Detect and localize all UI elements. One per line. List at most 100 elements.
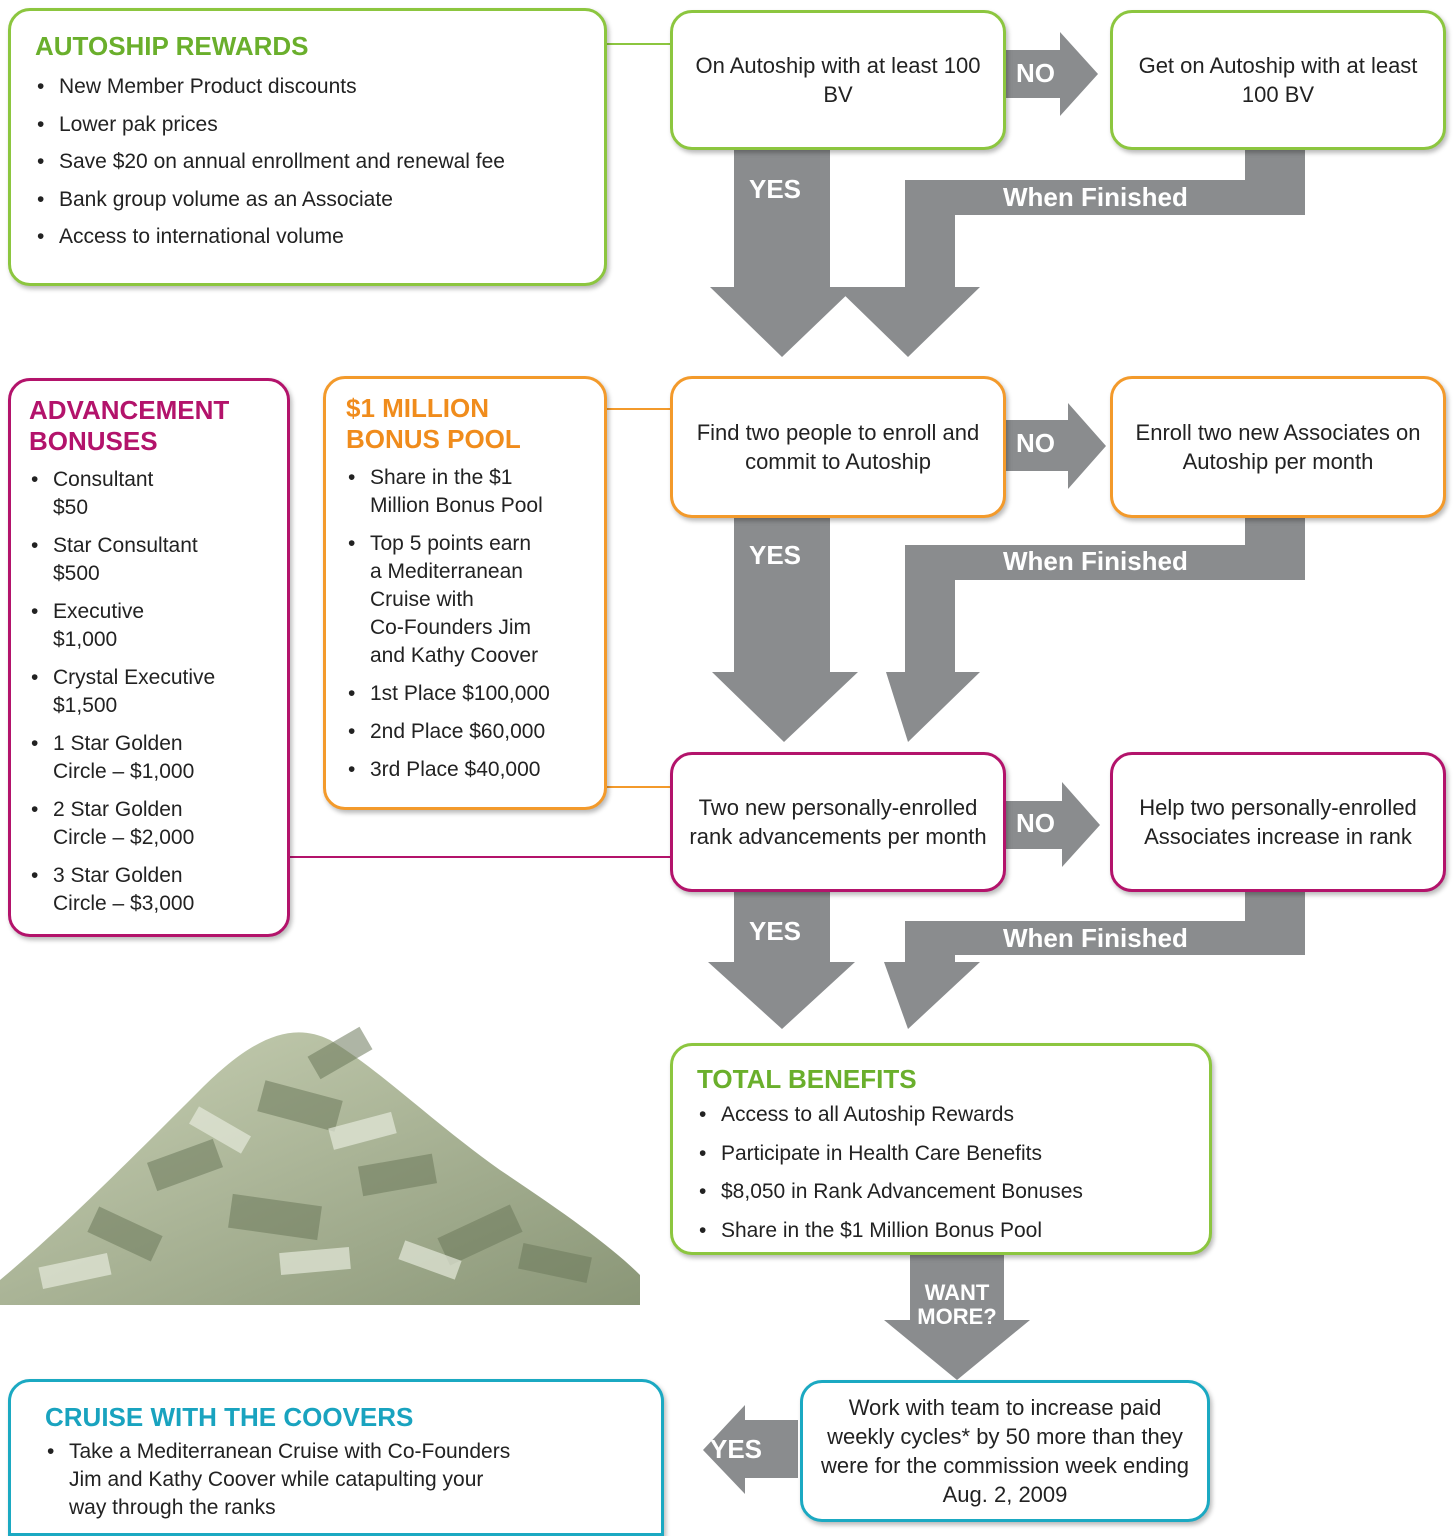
step1-question-text: On Autoship with at least 100 BV [695, 53, 981, 107]
yes-label-1: YES [749, 174, 802, 204]
step3-question-text: Two new personally-enrolled rank advance… [689, 795, 987, 849]
step2-question-box: Find two people to enroll and commit to … [670, 376, 1006, 518]
bonus-amount: $1,000 [53, 628, 118, 651]
step2-question-text: Find two people to enroll and commit to … [696, 420, 980, 474]
no-label-3: NO [1016, 808, 1055, 838]
bonus-pool-item: 3rd Place $40,000 [346, 756, 604, 784]
total-benefit-item: Share in the $1 Million Bonus Pool [697, 1212, 1209, 1251]
bonus-pool-line: and Kathy Coover [370, 644, 539, 667]
bonus-amount: $1,500 [53, 694, 118, 717]
step1-action-box: Get on Autoship with at least 100 BV [1110, 10, 1446, 150]
bonus-rank: Star Consultant [53, 534, 198, 557]
want-more-line1: WANT [924, 1280, 990, 1305]
arrow-no-3 [1005, 782, 1100, 867]
advancement-bonus-item: Executive $1,000 [29, 598, 287, 654]
step3-question-box: Two new personally-enrolled rank advance… [670, 752, 1006, 892]
bonus-amount: Circle – $2,000 [53, 826, 195, 849]
want-more-label: WANT MORE? [910, 1281, 1004, 1329]
advancement-bonus-item: Consultant $50 [29, 466, 287, 522]
arrow-when-finished-1 [836, 150, 1305, 357]
step4-question-text: Work with team to increase paid weekly c… [820, 1395, 1190, 1507]
bonus-rank: 2 Star Golden [53, 798, 183, 821]
cruise-line: Take a Mediterranean Cruise with Co-Foun… [69, 1440, 511, 1463]
bonus-rank: 3 Star Golden [53, 864, 183, 887]
bonus-pool-item: 1st Place $100,000 [346, 680, 604, 708]
bonus-pool-item: 2nd Place $60,000 [346, 718, 604, 746]
yes-label-2: YES [749, 540, 802, 570]
autoship-reward-item: New Member Product discounts [35, 68, 604, 106]
advancement-bonuses-panel: ADVANCEMENT BONUSES Consultant $50 Star C… [8, 378, 290, 937]
autoship-reward-item: Save $20 on annual enrollment and renewa… [35, 143, 604, 181]
bonus-pool-title-line2: BONUS POOL [346, 424, 521, 454]
arrow-yes-3 [708, 891, 855, 1029]
bonus-pool-line: Share in the $1 [370, 466, 513, 489]
autoship-rewards-panel: AUTOSHIP REWARDS New Member Product disc… [8, 8, 607, 286]
bonus-amount: $500 [53, 562, 100, 585]
no-label-1: NO [1016, 58, 1055, 88]
bonus-amount: $50 [53, 496, 89, 519]
cruise-item: Take a Mediterranean Cruise with Co-Foun… [45, 1438, 661, 1522]
bonus-pool-line: a Mediterranean [370, 560, 523, 583]
advancement-bonuses-title-line2: BONUSES [29, 426, 158, 456]
arrow-no-1 [1005, 32, 1098, 116]
advancement-bonus-item: Star Consultant $500 [29, 532, 287, 588]
step3-action-box: Help two personally-enrolled Associates … [1110, 752, 1446, 892]
cruise-line: Jim and Kathy Coover while catapulting y… [69, 1468, 484, 1491]
arrow-yes-2 [712, 517, 858, 742]
bonus-pool-line: Top 5 points earn [370, 532, 532, 555]
bonus-rank: Executive [53, 600, 145, 623]
bonus-rank: 1 Star Golden [53, 732, 183, 755]
advancement-bonuses-title-line1: ADVANCEMENT [29, 395, 230, 425]
step3-action-text: Help two personally-enrolled Associates … [1139, 795, 1417, 849]
autoship-rewards-title: AUTOSHIP REWARDS [35, 31, 309, 61]
bonus-pool-line: 3rd Place $40,000 [370, 758, 541, 781]
cruise-title: CRUISE WITH THE COOVERS [45, 1402, 414, 1432]
cruise-panel: CRUISE WITH THE COOVERS Take a Mediterra… [8, 1379, 664, 1536]
arrow-when-finished-3 [884, 891, 1305, 1029]
bonus-pool-line: 2nd Place $60,000 [370, 720, 546, 743]
arrow-yes-left [703, 1405, 798, 1494]
bonus-rank: Consultant [53, 468, 154, 491]
step2-action-box: Enroll two new Associates on Autoship pe… [1110, 376, 1446, 518]
no-label-2: NO [1016, 428, 1055, 458]
step2-action-text: Enroll two new Associates on Autoship pe… [1135, 420, 1421, 474]
when-finished-label-1: When Finished [1003, 182, 1188, 212]
total-benefit-item: $8,050 in Rank Advancement Bonuses [697, 1173, 1209, 1212]
bonus-pool-item: Share in the $1 Million Bonus Pool [346, 464, 604, 520]
total-benefit-item: Participate in Health Care Benefits [697, 1135, 1209, 1174]
cruise-line: way through the ranks [69, 1496, 276, 1519]
step4-question-box: Work with team to increase paid weekly c… [800, 1380, 1210, 1522]
bonus-pool-line: Co-Founders Jim [370, 616, 532, 639]
step1-action-text: Get on Autoship with at least 100 BV [1138, 53, 1418, 107]
bonus-pool-title: $1 MILLION BONUS POOL [346, 393, 604, 455]
bonus-pool-panel: $1 MILLION BONUS POOL Share in the $1 Mil… [323, 376, 607, 810]
bonus-pool-line: Cruise with [370, 588, 474, 611]
arrow-yes-1 [710, 150, 855, 357]
total-benefit-item: Access to all Autoship Rewards [697, 1096, 1209, 1135]
autoship-reward-item: Access to international volume [35, 218, 604, 256]
want-more-line2: MORE? [917, 1304, 997, 1329]
advancement-bonus-item: Crystal Executive $1,500 [29, 664, 287, 720]
when-finished-label-3: When Finished [1003, 923, 1188, 953]
yes-label-3: YES [749, 916, 802, 946]
bonus-amount: Circle – $3,000 [53, 892, 195, 915]
advancement-bonuses-title: ADVANCEMENT BONUSES [29, 395, 287, 457]
total-benefits-panel: TOTAL BENEFITS Access to all Autoship Re… [670, 1043, 1212, 1255]
arrow-want-more [884, 1252, 1030, 1380]
when-finished-label-2: When Finished [1003, 546, 1188, 576]
bonus-pool-line: 1st Place $100,000 [370, 682, 550, 705]
total-benefits-title: TOTAL BENEFITS [697, 1064, 917, 1094]
bonus-rank: Crystal Executive [53, 666, 216, 689]
autoship-reward-item: Bank group volume as an Associate [35, 181, 604, 219]
bonus-pool-line: Million Bonus Pool [370, 494, 543, 517]
bonus-pool-title-line1: $1 MILLION [346, 393, 490, 423]
arrow-no-2 [1005, 403, 1106, 489]
money-pile-image [0, 1026, 640, 1305]
autoship-reward-item: Lower pak prices [35, 106, 604, 144]
arrow-when-finished-2 [886, 517, 1305, 742]
